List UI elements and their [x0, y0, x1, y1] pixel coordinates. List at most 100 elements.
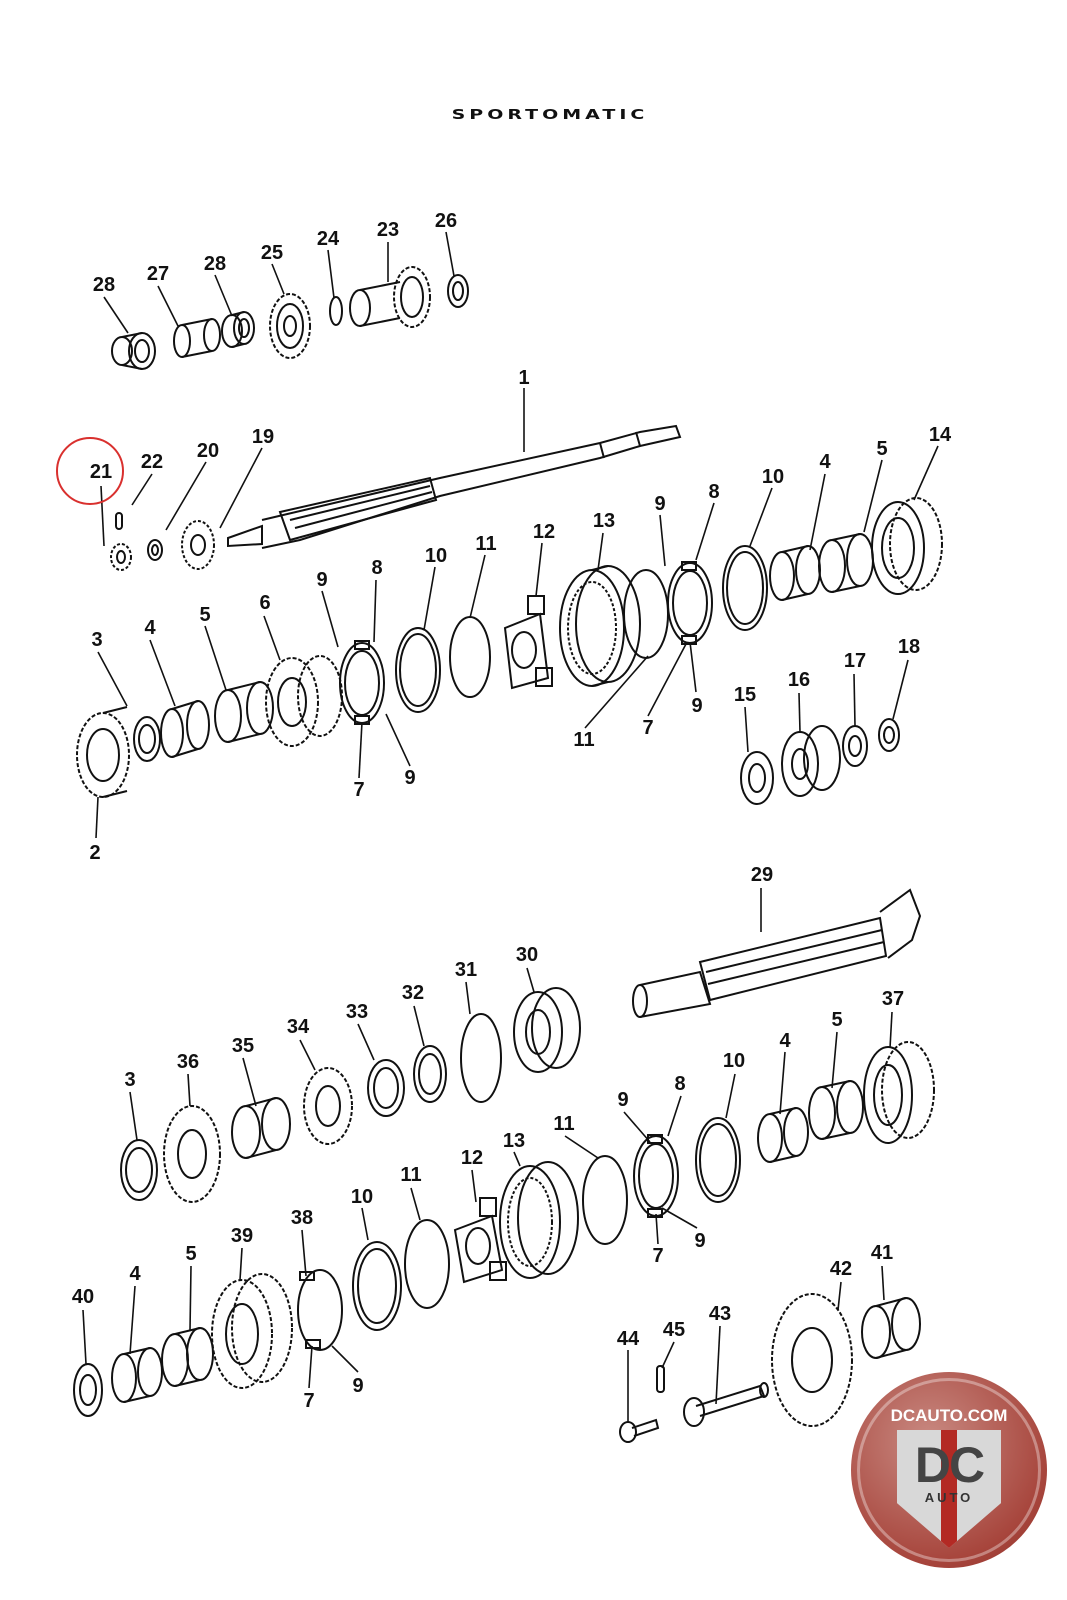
- part-label: 28: [203, 253, 227, 275]
- part-label: 7: [642, 717, 654, 739]
- part-label: 12: [532, 521, 556, 543]
- logo-brand-text: DC: [914, 1437, 985, 1493]
- part-label: 26: [434, 210, 458, 232]
- part-label: 9: [352, 1375, 364, 1397]
- part-39-gear: [211, 1273, 293, 1389]
- part-label: 13: [502, 1130, 526, 1152]
- part-label: 9: [694, 1230, 706, 1252]
- part-11-circlip-b: [623, 569, 669, 659]
- part-label: 31: [454, 959, 478, 981]
- part-label: 3: [91, 629, 103, 651]
- part-15-washer: [740, 751, 774, 805]
- part-label: 9: [617, 1089, 629, 1111]
- part-label: 44: [616, 1328, 640, 1350]
- part-3-washer-b: [120, 1139, 158, 1201]
- part-label: 7: [353, 779, 365, 801]
- part-label: 4: [819, 451, 831, 473]
- part-10-ring-d: [352, 1241, 402, 1331]
- highlight-circle-part-21: [56, 437, 124, 505]
- part-label: 11: [400, 1164, 422, 1186]
- part-label: 27: [146, 263, 170, 285]
- part-label: 2: [89, 842, 101, 864]
- part-10-ring-a: [395, 627, 441, 713]
- part-label: 5: [876, 438, 888, 460]
- part-label: 10: [424, 545, 448, 567]
- part-label: 8: [674, 1073, 686, 1095]
- part-label: 7: [652, 1245, 664, 1267]
- leader-lines: [82, 231, 939, 1422]
- part-label: 11: [573, 729, 595, 751]
- part-label: 5: [831, 1009, 843, 1031]
- part-label: 5: [199, 604, 211, 626]
- part-label-highlighted: 21: [89, 461, 113, 483]
- part-4-bushing-b: [769, 545, 821, 601]
- part-13-slider-sleeve-a: [559, 565, 641, 687]
- part-11-circlip-c: [582, 1155, 628, 1245]
- dcauto-logo: DCAUTO.COM DC AUTO: [851, 1372, 1047, 1568]
- part-12-synchro-hub-a: [503, 595, 553, 690]
- part-label: 10: [761, 466, 785, 488]
- part-11-circlip-d: [404, 1219, 450, 1309]
- part-label: 4: [144, 617, 156, 639]
- part-4-bushing: [160, 700, 210, 758]
- part-10-ring-b: [722, 545, 768, 631]
- logo-sub-text: AUTO: [924, 1490, 974, 1505]
- part-label: 10: [722, 1050, 746, 1072]
- part-label: 45: [662, 1319, 686, 1341]
- part-20-washer: [147, 539, 163, 561]
- part-label: 7: [303, 1390, 315, 1412]
- part-44-screw: [619, 1418, 660, 1443]
- part-label: 30: [515, 944, 539, 966]
- part-27-sleeve: [173, 318, 221, 358]
- part-9-8-7-synchro-b: [667, 561, 713, 645]
- part-37-gear: [863, 1041, 935, 1144]
- part-28-needle-bearing-b: [221, 311, 255, 348]
- part-42-gear: [771, 1293, 853, 1427]
- part-21-nut: [110, 543, 132, 571]
- part-label: 14: [928, 424, 952, 446]
- part-label: 37: [881, 988, 905, 1010]
- part-label: 11: [475, 533, 497, 555]
- part-label: 9: [654, 493, 666, 515]
- part-label: 41: [870, 1242, 894, 1264]
- part-label: 10: [350, 1186, 374, 1208]
- part-label: 3: [124, 1069, 136, 1091]
- part-label: 8: [371, 557, 383, 579]
- part-13-slider-sleeve-b: [499, 1161, 579, 1279]
- part-6-gear: [265, 655, 343, 747]
- part-5-needle-bearing-d: [161, 1327, 214, 1387]
- part-label: 39: [230, 1225, 254, 1247]
- part-label: 35: [231, 1035, 255, 1057]
- part-31-circlip: [460, 1013, 502, 1103]
- part-label: 5: [185, 1243, 197, 1265]
- part-label: 4: [129, 1263, 141, 1285]
- part-32-washer: [413, 1045, 447, 1103]
- part-12-synchro-hub-b: [453, 1197, 507, 1284]
- page-title: SPORTOMATIC: [451, 107, 649, 123]
- part-24-circlip: [329, 296, 343, 326]
- part-29-pinion-shaft: [632, 888, 922, 1018]
- part-30-bearing: [513, 987, 581, 1073]
- part-33-washer: [367, 1059, 405, 1117]
- logo-ring: [857, 1378, 1041, 1562]
- part-5-needle-bearing: [214, 681, 274, 743]
- part-4-bushing-d: [111, 1347, 163, 1403]
- part-28-needle-bearing: [111, 332, 156, 370]
- part-label: 32: [401, 982, 425, 1004]
- part-label: 11: [553, 1113, 575, 1135]
- part-2-gear: [76, 706, 130, 798]
- part-label: 38: [290, 1207, 314, 1229]
- part-label: 42: [829, 1258, 853, 1280]
- part-18-nut: [878, 718, 900, 752]
- part-9-8-7-synchro-c: [633, 1134, 679, 1218]
- part-label: 19: [251, 426, 275, 448]
- part-41-sleeve: [861, 1297, 921, 1359]
- part-label: 34: [286, 1016, 310, 1038]
- logo-stripe: [941, 1430, 957, 1548]
- part-26-bearing: [447, 274, 469, 308]
- part-label: 36: [176, 1051, 200, 1073]
- part-9-8-7-synchro-a: [339, 640, 385, 725]
- part-label: 6: [259, 592, 271, 614]
- part-36-gear: [163, 1105, 221, 1203]
